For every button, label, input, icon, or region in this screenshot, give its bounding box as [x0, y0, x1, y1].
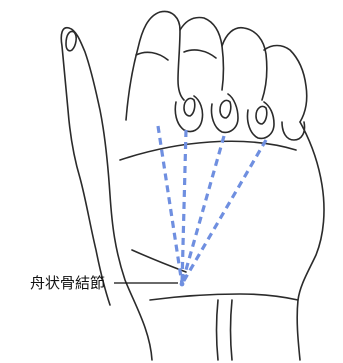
wrist-crease — [150, 294, 298, 300]
wrist-tendon-right — [231, 300, 233, 360]
index-knuckle-fold — [136, 52, 168, 60]
index-fingernail — [184, 98, 195, 116]
little-finger — [264, 46, 307, 123]
scaphoid-tubercle-point — [180, 282, 185, 287]
wrist-tendon-left — [217, 300, 219, 360]
guide-line-middle — [182, 130, 186, 284]
ring-finger — [222, 28, 267, 100]
scaphoid-tubercle-label: 舟状骨結節 — [30, 274, 105, 292]
thumb — [61, 28, 152, 360]
ring-fingernail — [256, 106, 267, 124]
guide-lines — [158, 126, 266, 284]
middle-fingernail — [220, 100, 231, 118]
thumb-nail — [66, 32, 76, 51]
palm-edge — [297, 122, 324, 360]
middle-finger — [180, 18, 224, 91]
guide-line-little — [182, 140, 266, 284]
middle-fingertip — [211, 94, 238, 132]
middle-knuckle-fold — [184, 50, 216, 58]
guide-line-ring — [182, 136, 224, 284]
index-fingertip — [175, 96, 202, 132]
guide-line-index — [158, 126, 182, 284]
hand-outline — [61, 11, 324, 360]
palm-crease-upper — [120, 141, 296, 160]
